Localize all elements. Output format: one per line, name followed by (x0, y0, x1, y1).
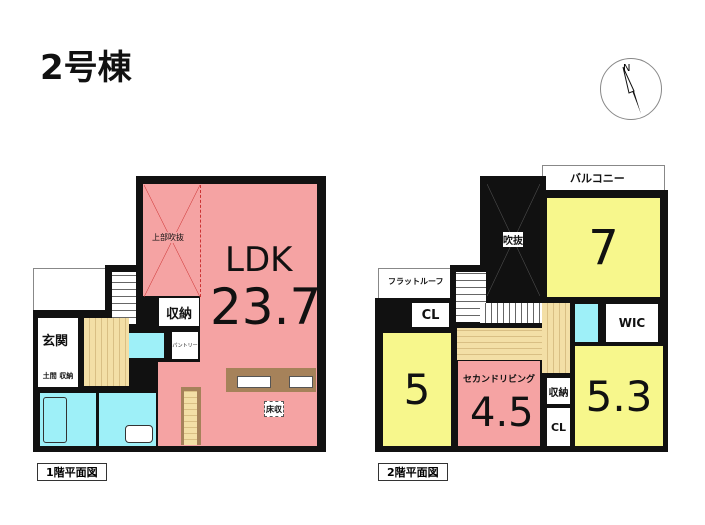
north-arrow-icon (622, 66, 641, 114)
compass-north-label: N (623, 63, 631, 74)
room-53: 5.3 (575, 346, 663, 446)
kitchen-sink (237, 376, 271, 388)
toilet-room (129, 333, 164, 358)
room-7-size: 7 (588, 219, 619, 276)
fukinuke-label: 上部吹抜 (152, 232, 184, 243)
bathtub (43, 397, 67, 443)
ldk-size: 23.7 (210, 278, 321, 336)
ldk-label: LDK (225, 240, 293, 280)
storage-room: 収納 (159, 298, 199, 326)
stove (289, 376, 313, 388)
second-living-label: セカンドリビング (463, 375, 536, 385)
building-title: 2号棟 (40, 48, 132, 88)
hallway (457, 328, 545, 360)
floor-1-caption: 1階平面図 (37, 463, 107, 481)
floor-2-caption: 2階平面図 (378, 463, 448, 481)
hallway (84, 318, 129, 386)
wic: WIC (606, 304, 658, 342)
ldk-size-value: 23.7 (210, 278, 322, 336)
storage-room: 収納 (547, 378, 570, 404)
floor-storage: 床収 (264, 401, 284, 417)
washbasin (125, 425, 153, 443)
porch-outline (33, 268, 108, 313)
stairs (112, 272, 136, 324)
stairs (480, 303, 542, 323)
toilet-room (575, 304, 598, 342)
flat-roof-label: フラットルーフ (388, 277, 444, 286)
compass: N (600, 58, 662, 120)
closet-2: CL (547, 408, 570, 446)
second-living-room (458, 361, 540, 446)
room-5-size: 5 (403, 365, 431, 414)
room-7: 7 (547, 198, 660, 297)
room-53-size: 5.3 (585, 371, 653, 421)
room-5: 5 (383, 333, 451, 446)
doma-storage: 土間 収納 (38, 365, 78, 387)
hallway (542, 303, 570, 373)
entrance-label: 玄関 (42, 334, 69, 349)
room-45-size: 4.5 (470, 390, 534, 436)
bathroom (40, 393, 96, 446)
pantry: パントリー (172, 332, 198, 359)
island-counter (181, 387, 201, 445)
balcony-label: バルコニー (570, 172, 625, 185)
closet-1: CL (412, 303, 449, 327)
fukinuke-label: 吹抜 (503, 232, 523, 247)
